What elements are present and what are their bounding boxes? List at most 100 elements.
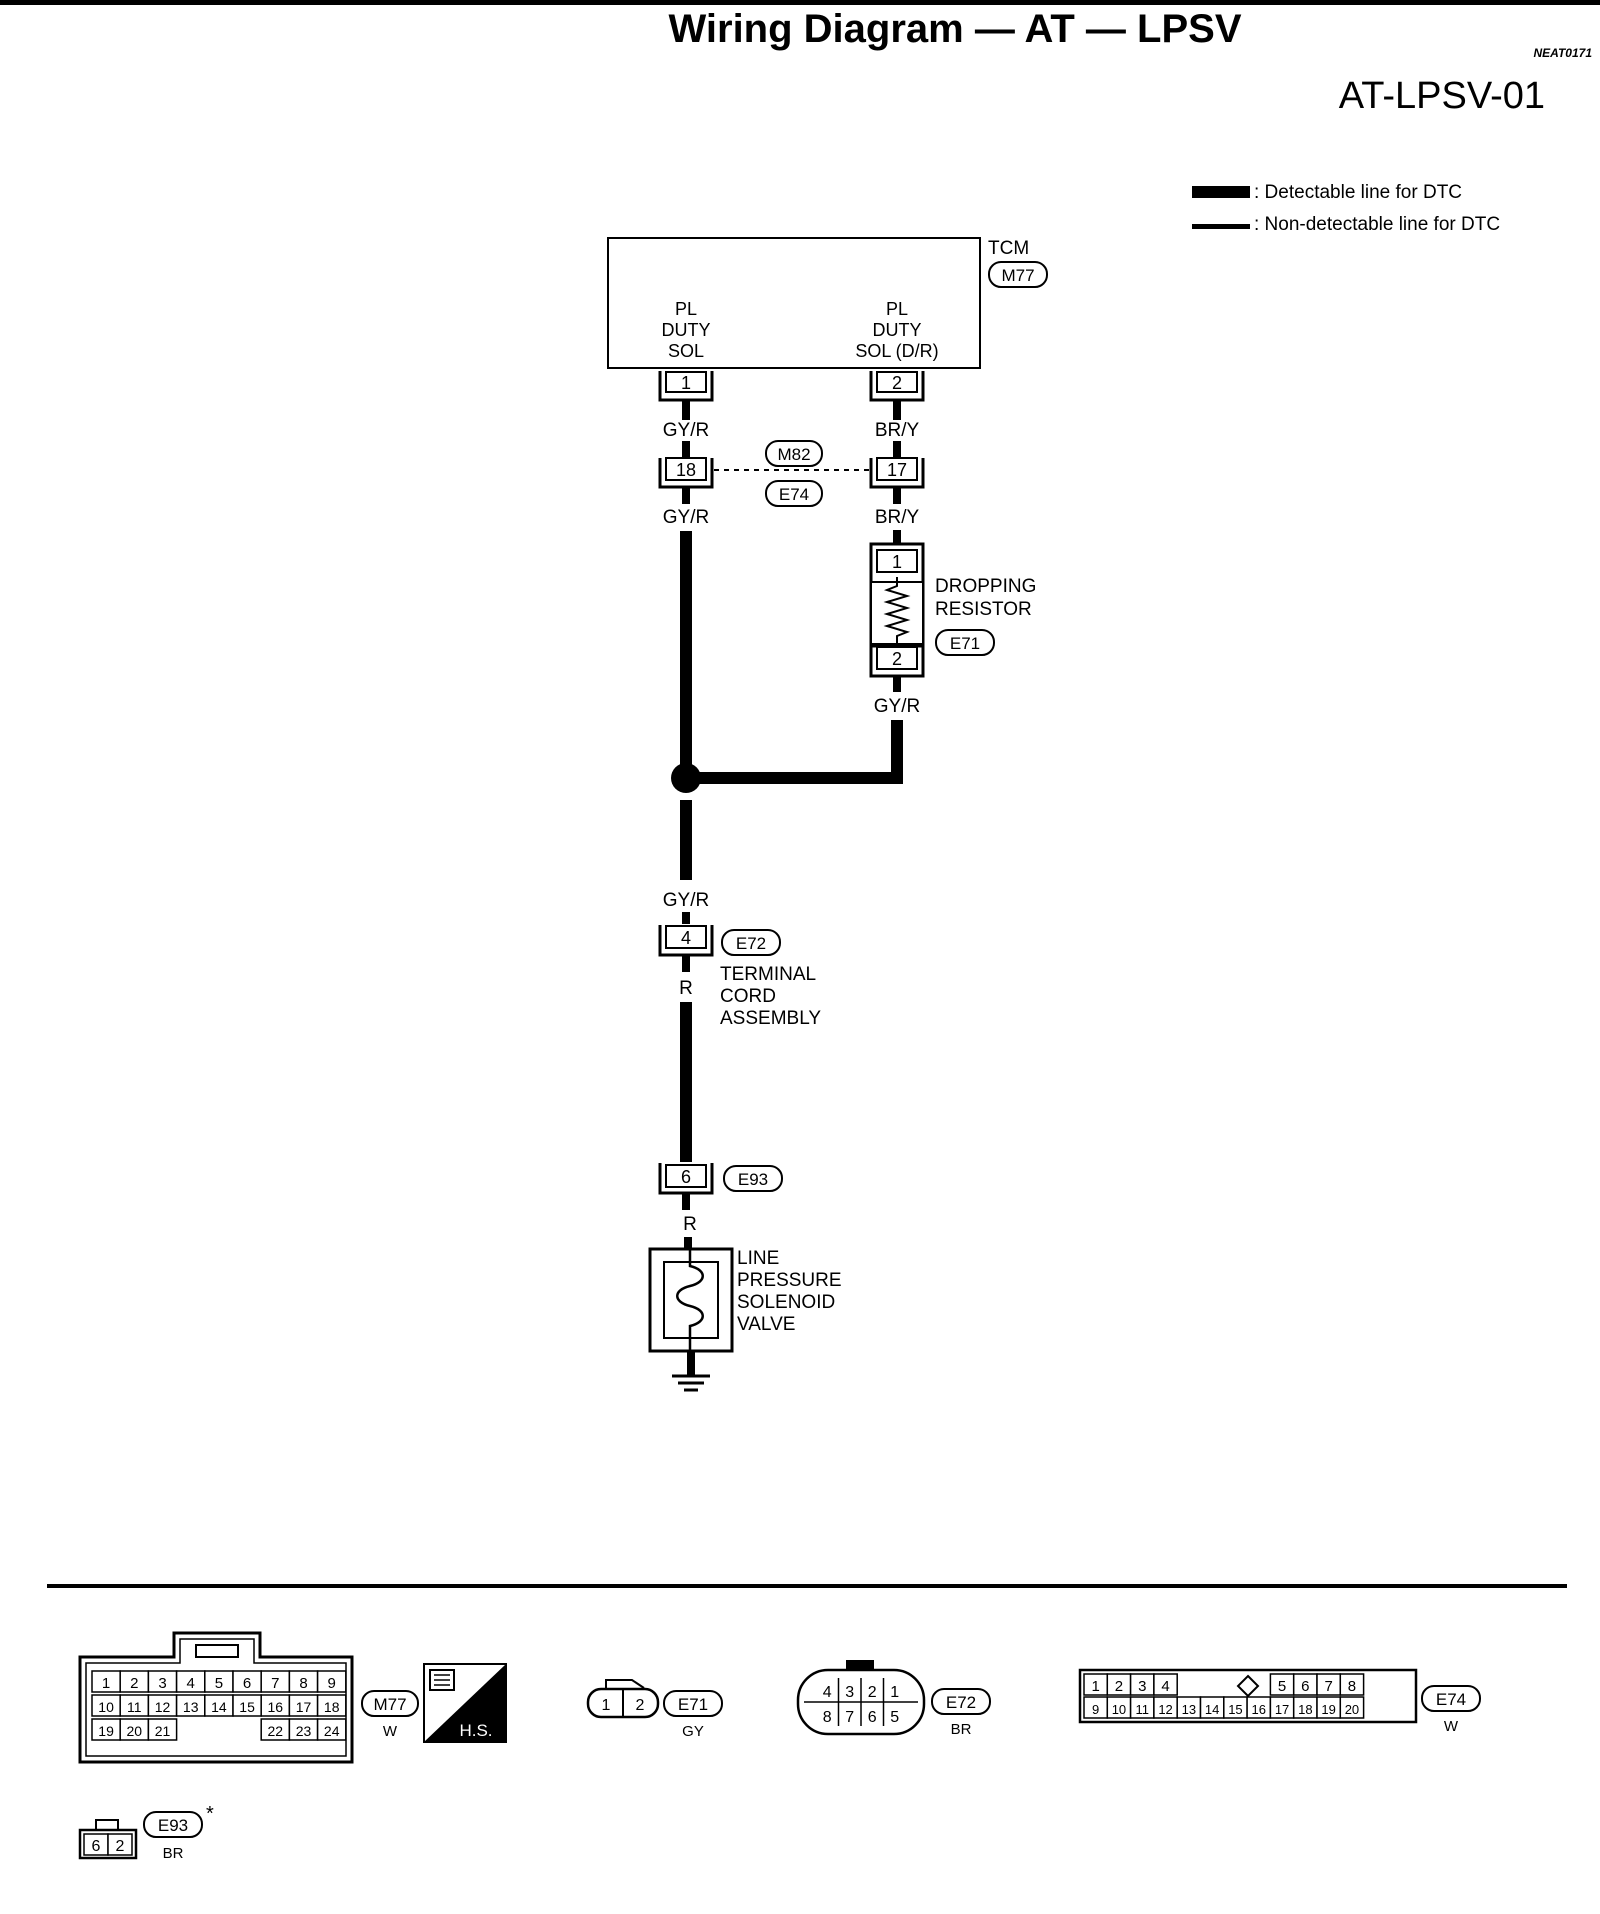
e93-asterisk: * — [206, 1803, 214, 1825]
svg-text:2: 2 — [130, 1675, 138, 1692]
e72-pin-1: 1 — [890, 1684, 899, 1701]
wire-color-right-upper: BR/Y — [875, 420, 920, 441]
e74-pin-13: 13 — [1176, 1696, 1202, 1719]
e74-pin-12: 12 — [1153, 1696, 1178, 1719]
m77-pin-14: 14 — [204, 1694, 234, 1717]
joint-connector-oval-bottom — [765, 480, 823, 507]
e93-connector-oval — [723, 1165, 783, 1192]
m77-pin-12: 12 — [147, 1694, 178, 1717]
tcm-label: TCM — [988, 238, 1029, 259]
e93-pin-6: 6 — [658, 1163, 714, 1195]
tcm-module: TCM M77 PL DUTY SOL PL DUTY SOL (D/R) — [607, 237, 1048, 369]
wire-stub-right-mid — [893, 441, 901, 457]
wire-stub-resistor-out — [893, 676, 901, 692]
e72-pin-3: 3 — [845, 1684, 854, 1701]
e74-pin-20: 20 — [1339, 1696, 1365, 1719]
e74-pin-3: 3 — [1129, 1673, 1155, 1696]
wire-stub-left-top — [682, 400, 690, 420]
svg-text:14: 14 — [211, 1699, 227, 1715]
terminal-cord-label-1: TERMINAL — [720, 964, 816, 985]
e72-pin-7: 7 — [845, 1709, 854, 1726]
wire-stub-left-mid — [682, 441, 690, 457]
m77-pin-11: 11 — [119, 1694, 150, 1717]
joint-connector-oval-top — [765, 440, 823, 467]
e72-pin-4: 4 — [823, 1684, 832, 1701]
m77-pin-17: 17 — [288, 1694, 319, 1717]
legend: : Detectable line for DTC : Non-detectab… — [1192, 182, 1500, 235]
tcm-connector-id: M77 — [1001, 266, 1034, 285]
tcm-pin-2: 2 — [869, 371, 925, 402]
svg-text:21: 21 — [155, 1723, 171, 1739]
e74-pin-5: 5 — [1269, 1673, 1295, 1696]
legend-detectable-label: : Detectable line for DTC — [1254, 182, 1462, 203]
resistor-connector-oval — [935, 629, 995, 656]
solenoid-label-4: VALVE — [737, 1314, 795, 1335]
wire-stub-e72-out — [682, 956, 690, 972]
svg-text:17: 17 — [296, 1699, 312, 1715]
e72-connector-color: BR — [951, 1721, 972, 1738]
svg-text:24: 24 — [324, 1723, 340, 1739]
e74-pin-1: 1 — [1083, 1673, 1109, 1696]
m77-pin-8: 8 — [288, 1670, 319, 1693]
resistor-pin-2: 2 — [892, 649, 902, 669]
resistor-pin-1: 1 — [892, 552, 902, 572]
page-title: Wiring Diagram — AT — LPSV — [668, 7, 1241, 51]
resistor-zigzag-icon — [883, 577, 911, 648]
m77-pin-13: 13 — [175, 1694, 206, 1717]
hs-label: H.S. — [459, 1721, 492, 1740]
m77-pin-5: 5 — [204, 1670, 234, 1693]
e72-pin-2: 2 — [868, 1684, 877, 1701]
m77-connector-color: W — [383, 1723, 398, 1740]
e74-pin-9: 9 — [1083, 1696, 1109, 1719]
svg-text:1: 1 — [102, 1675, 110, 1692]
m77-connector-oval — [361, 1690, 419, 1717]
joint-connector-id-bottom: E74 — [779, 485, 809, 504]
resistor-label-1: DROPPING — [935, 576, 1036, 597]
dropping-resistor: 1 2 — [869, 542, 925, 678]
e72-pin-6: 6 — [868, 1709, 877, 1726]
svg-text:17: 17 — [1275, 1702, 1289, 1717]
e71-pin-2: 2 — [636, 1697, 645, 1714]
svg-text:6: 6 — [681, 1167, 691, 1187]
m77-pin-22: 22 — [260, 1718, 291, 1741]
m77-pin-18: 18 — [316, 1694, 347, 1717]
e93-connector-id: E93 — [738, 1170, 768, 1189]
m77-pin-2: 2 — [119, 1670, 150, 1693]
svg-text:19: 19 — [98, 1723, 114, 1739]
top-border — [0, 0, 1600, 5]
svg-text:10: 10 — [98, 1699, 114, 1715]
wire-stub-resistor-in — [893, 530, 901, 544]
svg-text:20: 20 — [1345, 1702, 1359, 1717]
svg-text:6: 6 — [243, 1675, 251, 1692]
svg-text:11: 11 — [1136, 1702, 1150, 1717]
e74-pin-10: 10 — [1106, 1696, 1132, 1719]
e74-pin-17: 17 — [1269, 1696, 1295, 1719]
e74-pin-4: 4 — [1153, 1673, 1178, 1696]
wire-r-detectable — [680, 1002, 692, 1162]
solenoid-coil-icon — [676, 1249, 704, 1351]
wire-color-left-lower: GY/R — [663, 507, 709, 528]
e74-pin-16: 16 — [1246, 1696, 1272, 1719]
svg-text:22: 22 — [268, 1723, 284, 1739]
svg-text:18: 18 — [324, 1699, 340, 1715]
tcm-right-label-3: SOL (D/R) — [855, 341, 938, 361]
m77-pin-21: 21 — [147, 1718, 178, 1741]
m77-pin-19: 19 — [91, 1718, 121, 1741]
solenoid-label-3: SOLENOID — [737, 1292, 835, 1313]
joint-pin-18: 18 — [658, 457, 714, 489]
resistor-label-2: RESISTOR — [935, 599, 1032, 620]
wire-color-tca-out: R — [679, 978, 693, 999]
svg-text:9: 9 — [1092, 1702, 1099, 1717]
svg-text:1: 1 — [681, 373, 691, 393]
e71-pin-1: 1 — [602, 1697, 611, 1714]
svg-text:16: 16 — [1252, 1702, 1266, 1717]
m77-pin-1: 1 — [91, 1670, 121, 1693]
wire-stub-e72-in — [682, 912, 690, 924]
svg-text:18: 18 — [1298, 1702, 1312, 1717]
svg-text:13: 13 — [183, 1699, 199, 1715]
e74-pin-18: 18 — [1292, 1696, 1318, 1719]
